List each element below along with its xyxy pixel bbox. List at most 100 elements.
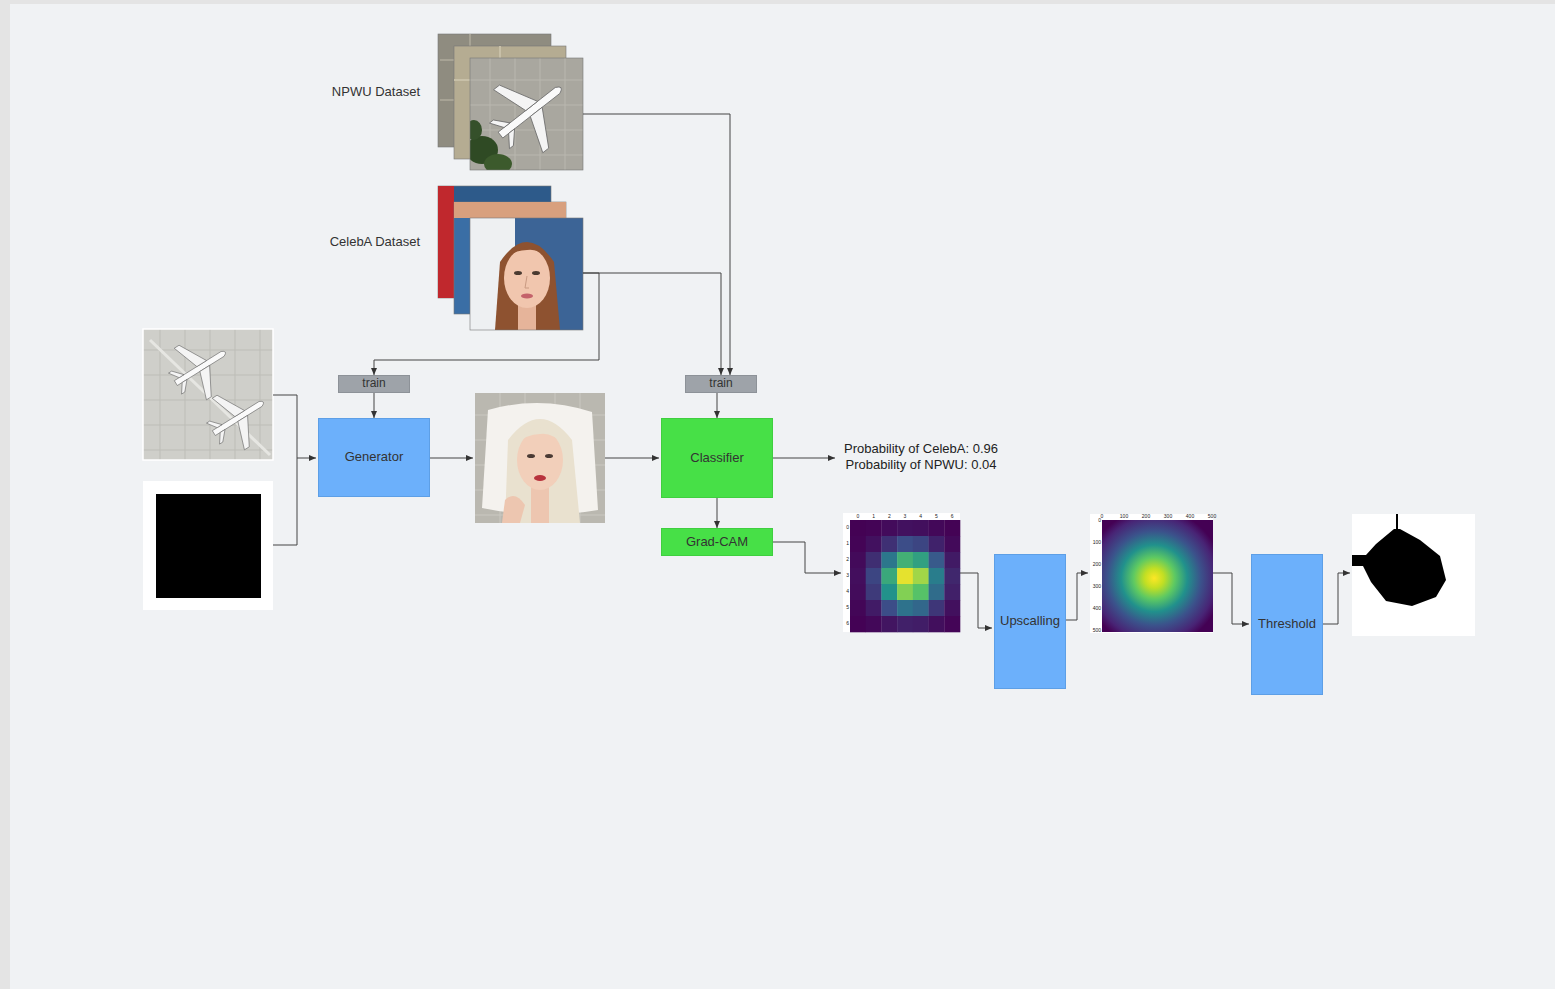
npwu-image-stack xyxy=(470,58,583,170)
celeba-image-stack xyxy=(514,271,522,275)
heatmap-cell xyxy=(929,536,945,552)
heatmap-cell xyxy=(897,536,913,552)
mask-image xyxy=(156,494,261,598)
celeba-image-stack xyxy=(470,218,583,330)
input-airport-image xyxy=(159,329,242,409)
upscaled-heatmap xyxy=(1090,514,1213,633)
label-holder: 2 xyxy=(888,514,891,520)
heatmap-cell xyxy=(913,536,929,552)
label-holder: 6 xyxy=(846,621,849,627)
npwu-image-stack xyxy=(484,154,512,170)
gradcam-heatmap xyxy=(843,513,960,632)
output-mask xyxy=(1352,514,1475,636)
axis-tick: 5 xyxy=(935,514,938,520)
heatmap-cell xyxy=(929,600,945,616)
label-holder: Probability of CelebA: 0.96 xyxy=(844,442,998,457)
label-holder: 500 xyxy=(1093,628,1101,634)
label-holder: 2 xyxy=(846,557,849,563)
axis-tick: 200 xyxy=(1093,562,1101,568)
axis-tick: 3 xyxy=(904,514,907,520)
heatmap-cell xyxy=(913,616,929,632)
celeba-image-stack xyxy=(470,218,583,330)
box-label: Generator xyxy=(345,450,404,465)
box-label: Grad-CAM xyxy=(686,535,748,550)
label-holder: 0 xyxy=(1098,518,1101,524)
label-holder: Probability of NPWU: 0.04 xyxy=(845,458,996,473)
process-box: Upscalling xyxy=(994,554,1066,689)
heatmap-cell xyxy=(913,568,929,584)
connector xyxy=(583,273,721,375)
probability-text: Probability of CelebA: 0.96 xyxy=(844,442,998,457)
input-airport-image xyxy=(143,329,273,460)
axis-tick: 400 xyxy=(1093,606,1101,612)
label-holder: 300 xyxy=(1093,584,1101,590)
label-holder: 100 xyxy=(1093,540,1101,546)
celeba-image-stack xyxy=(454,202,566,218)
heatmap-cell xyxy=(944,520,960,536)
gradcam-heatmap xyxy=(850,520,960,632)
flow-wire xyxy=(1213,573,1249,624)
heatmap-cell xyxy=(897,600,913,616)
axis-tick: 500 xyxy=(1208,514,1216,520)
axis-tick: 400 xyxy=(1186,514,1194,520)
generated-face-image xyxy=(475,393,605,523)
axis-tick: 5 xyxy=(846,605,849,611)
flow-wire xyxy=(430,458,473,459)
heatmap-cell xyxy=(866,520,882,536)
heatmap-cell xyxy=(881,616,897,632)
npwu-image-stack xyxy=(475,58,583,167)
generated-face-image xyxy=(475,393,605,523)
label-holder: 200 xyxy=(1142,514,1150,520)
heatmap-cell xyxy=(881,584,897,600)
box-label: Upscalling xyxy=(1000,614,1060,629)
heatmap-cell xyxy=(944,616,960,632)
axis-tick: 1 xyxy=(872,514,875,520)
axis-tick: 1 xyxy=(846,541,849,547)
heatmap-cell xyxy=(929,520,945,536)
label-holder: 5 xyxy=(846,605,849,611)
classifier-box: Grad-CAM xyxy=(661,528,773,556)
connector xyxy=(374,393,375,418)
dataset-stack: NPWU Dataset xyxy=(320,34,583,170)
connector xyxy=(374,273,599,375)
generated-face-image xyxy=(545,454,553,458)
label-holder: 400 xyxy=(1186,514,1194,520)
celeba-image-stack xyxy=(503,247,551,262)
train-tag: train xyxy=(338,375,410,393)
heatmap-cell xyxy=(881,536,897,552)
heatmap-cell xyxy=(850,520,866,536)
heatmap-cell xyxy=(944,552,960,568)
generated-face-image xyxy=(475,393,605,523)
celeba-image-stack xyxy=(470,218,583,330)
heatmap-cell xyxy=(881,568,897,584)
heatmap-cell xyxy=(866,568,882,584)
label-holder: 4 xyxy=(846,589,849,595)
label-holder: 0 xyxy=(1101,514,1104,520)
axis-tick: 0 xyxy=(856,514,859,520)
output-mask xyxy=(1352,529,1446,606)
axis-tick: 0 xyxy=(1101,514,1104,520)
generated-face-image xyxy=(534,475,546,481)
heatmap-cell xyxy=(897,584,913,600)
flow-wire xyxy=(773,542,841,573)
box-label: Threshold xyxy=(1258,617,1316,632)
label-holder: 5 xyxy=(935,514,938,520)
output-mask xyxy=(1396,514,1398,531)
axis-tick: 300 xyxy=(1093,584,1101,590)
heatmap-cell xyxy=(913,552,929,568)
heatmap-cell xyxy=(866,536,882,552)
input-airport-image xyxy=(143,326,279,460)
axis-tick: 4 xyxy=(846,589,849,595)
axis-tick: 100 xyxy=(1093,540,1101,546)
input-airport-image xyxy=(143,329,273,460)
output-mask xyxy=(1352,514,1475,636)
label-holder: 3 xyxy=(904,514,907,520)
heatmap-cell xyxy=(850,616,866,632)
heatmap-cell xyxy=(897,616,913,632)
generated-face-image xyxy=(517,430,563,490)
axis-tick: 2 xyxy=(846,557,849,563)
heatmap-cell xyxy=(913,520,929,536)
heatmap-cell xyxy=(881,552,897,568)
